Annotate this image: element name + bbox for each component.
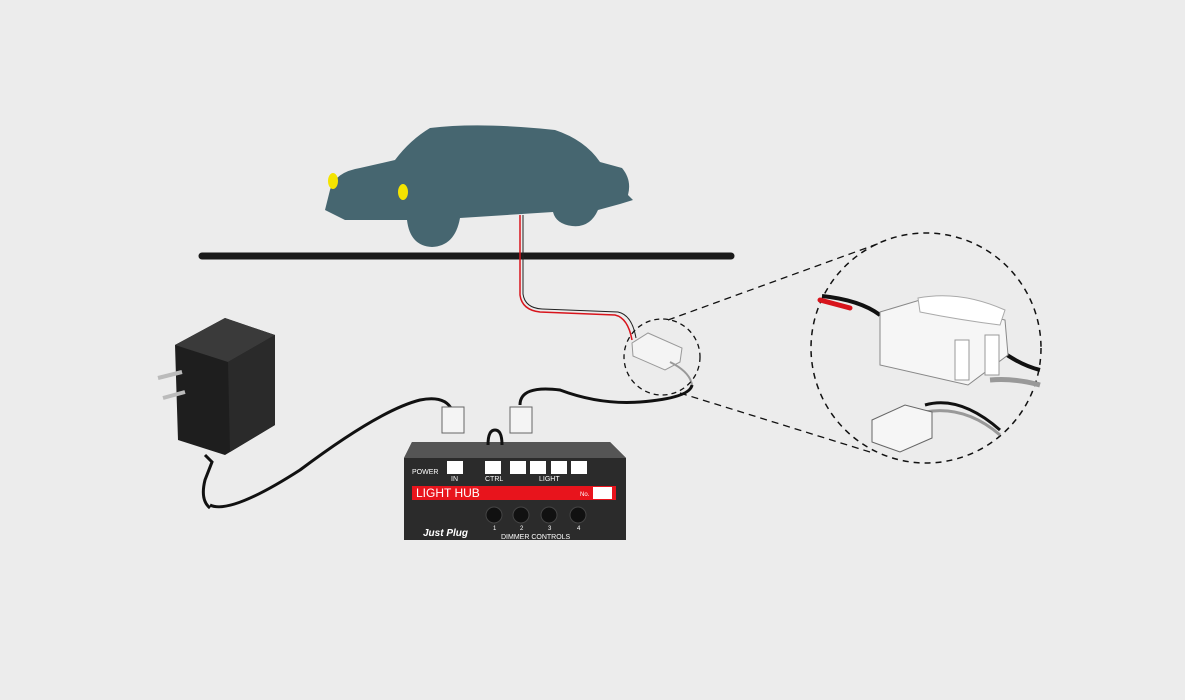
- dimmer-number-1: 1: [493, 526, 497, 532]
- ctrl-label: CTRL: [485, 476, 503, 483]
- plug-power: [441, 406, 465, 434]
- brand-logo: Just Plug: [423, 528, 468, 539]
- connector-grey-wire: [669, 361, 693, 386]
- headlight-front: [328, 173, 338, 189]
- dimmer-knob-2[interactable]: [512, 506, 530, 524]
- power-label: POWER: [412, 469, 438, 476]
- power-cable: [209, 397, 454, 509]
- dimmer-number-4: 4: [577, 526, 581, 532]
- large-dashed-circle: [810, 232, 1042, 464]
- hub-title: LIGHT HUB: [416, 486, 480, 500]
- car-silhouette: [325, 125, 633, 247]
- car-wire-red: [519, 215, 633, 341]
- car-wire-black: [522, 215, 637, 339]
- light-hub: POWER IN CTRL LIGHT LIGHT HUB No. 1 2 3 …: [404, 428, 626, 541]
- power-adapter: [157, 318, 275, 510]
- no-label: No.: [580, 492, 590, 498]
- hub-title-bar: [412, 486, 616, 500]
- light-label: LIGHT: [539, 476, 560, 483]
- small-connector: [631, 332, 683, 371]
- dimmer-knob-4[interactable]: [569, 506, 587, 524]
- dimmer-number-2: 2: [520, 526, 524, 532]
- magnified-connector: [817, 294, 1041, 453]
- dimmer-knob-3[interactable]: [540, 506, 558, 524]
- dimmer-controls-label: DIMMER CONTROLS: [501, 534, 571, 541]
- headlight-side: [398, 184, 408, 200]
- dimmer-number-3: 3: [548, 526, 552, 532]
- small-dashed-circle: [623, 318, 701, 396]
- in-label: IN: [451, 476, 458, 483]
- dimmer-knob-1[interactable]: [485, 506, 503, 524]
- plug-light: [509, 406, 533, 434]
- light-cable: [518, 384, 694, 406]
